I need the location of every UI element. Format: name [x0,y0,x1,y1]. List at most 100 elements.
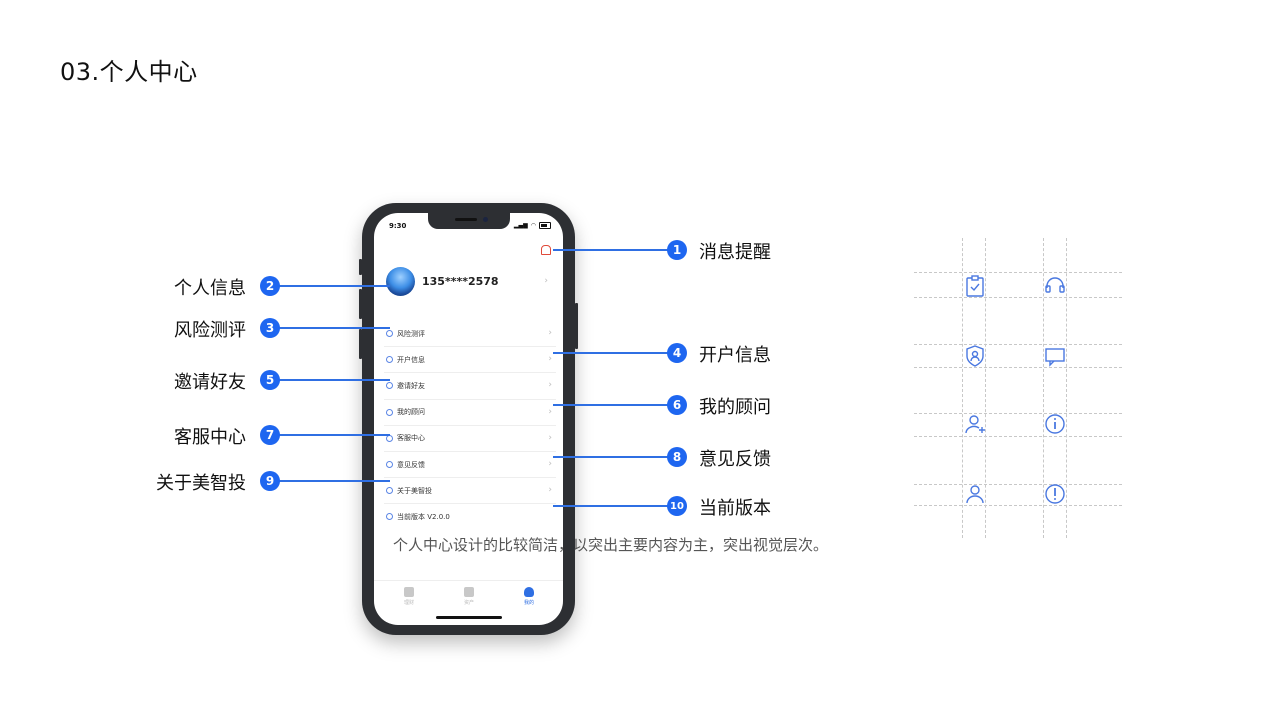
tab-mine[interactable]: 我的 [509,587,549,606]
tab-label: 资产 [463,600,474,606]
menu-item-label: 我的顾问 [397,408,425,417]
menu-item-label: 关于美智投 [397,486,432,495]
mute-switch [359,259,362,275]
tab-label: 理财 [403,600,414,606]
battery-icon [539,222,551,229]
page-title: 03.个人中心 [60,58,198,86]
profile-phone: 135****2578 [422,275,499,288]
menu-list: 风险测评› 开户信息› 邀请好友› 我的顾问› 客服中心› 意见反馈› 关于美智… [384,321,556,530]
menu-item-customer-service[interactable]: 客服中心 › [384,426,556,452]
callout-label: 当前版本 [699,498,771,519]
tab-bar: 理财 资产 我的 [374,580,563,625]
chevron-right-icon: › [548,380,552,391]
user-icon [524,587,534,597]
chevron-right-icon: › [544,276,548,286]
menu-item-feedback[interactable]: 意见反馈 › [384,452,556,479]
headset-icon [1045,277,1065,293]
profile-row[interactable]: 135****2578 › [386,267,556,297]
grid-guide [914,505,1122,506]
chevron-right-icon: › [548,485,552,496]
callout-label: 客服中心 [174,427,246,448]
menu-item-label: 意见反馈 [397,460,425,469]
menu-item-label: 客服中心 [397,434,425,443]
menu-item-version: 当前版本 V2.0.0 [384,504,556,529]
shield-user-icon [386,356,393,364]
tab-assets[interactable]: 资产 [449,587,489,606]
info-icon [386,487,393,495]
tab-invest[interactable]: 理财 [389,587,429,606]
grid-guide [914,297,1122,298]
menu-item-label: 当前版本 V2.0.0 [397,512,450,521]
status-icons: ▂▄▆ ◠ [514,222,551,229]
user-icon [386,408,393,416]
grid-guide [1066,238,1067,538]
callout-badge: 10 [667,496,687,516]
callout-label: 个人信息 [174,278,246,299]
callout-line [270,285,390,287]
callout-label: 意见反馈 [699,449,771,470]
user-icon [966,485,984,504]
signal-icon: ▂▄▆ [513,222,528,229]
callout-badge: 2 [260,276,280,296]
chevron-right-icon: › [548,432,552,443]
callout-badge: 8 [667,447,687,467]
callout-line [553,404,677,406]
menu-item-risk-assessment[interactable]: 风险测评› [384,321,556,348]
callout-line [553,456,677,458]
callout-badge: 3 [260,318,280,338]
callout-line [553,505,677,507]
callout-badge: 5 [260,370,280,390]
grid-guide [914,367,1122,368]
notch [428,213,510,229]
invest-icon [404,587,414,597]
home-indicator [436,616,502,619]
alert-icon [386,513,393,521]
callout-label: 我的顾问 [699,397,771,418]
callout-label: 邀请好友 [174,372,246,393]
chevron-right-icon: › [548,354,552,365]
grid-guide [914,484,1122,485]
chevron-right-icon: › [548,458,552,469]
grid-guide [962,238,963,538]
grid-guide [914,272,1122,273]
menu-item-about[interactable]: 关于美智投 › [384,478,556,505]
callout-line [270,327,390,329]
callout-line [270,434,390,436]
info-icon [1045,414,1065,434]
grid-guide [914,344,1122,345]
shield-user-icon [966,345,984,367]
user-add-icon [386,382,393,390]
grid-guide [985,238,986,538]
caption-text: 个人中心设计的比较简洁，以突出主要内容为主，突出视觉层次。 [393,536,829,554]
bell-icon[interactable] [541,245,551,255]
callout-badge: 4 [667,343,687,363]
wifi-icon: ◠ [530,222,536,229]
menu-item-account-info[interactable]: 开户信息 › [384,347,556,374]
power-button [575,303,578,349]
user-add-icon [965,415,985,434]
phone-mockup: 9:30 ▂▄▆ ◠ 135****2578 › 风险测评› 开户信息› 邀请好… [359,203,578,635]
chevron-right-icon: › [548,328,552,338]
callout-line [553,352,677,354]
volume-up-button [359,289,362,319]
phone-screen: 9:30 ▂▄▆ ◠ 135****2578 › 风险测评› 开户信息› 邀请好… [374,213,563,625]
menu-item-label: 邀请好友 [397,381,425,390]
volume-down-button [359,329,362,359]
risk-icon [386,330,393,338]
grid-guide [1043,238,1044,538]
callout-badge: 1 [667,240,687,260]
grid-guide [914,413,1122,414]
callout-label: 关于美智投 [156,473,246,494]
callout-label: 消息提醒 [699,242,771,263]
menu-item-label: 开户信息 [397,355,425,364]
callout-badge: 9 [260,471,280,491]
callout-line [553,249,677,251]
tab-label: 我的 [523,600,534,606]
callout-label: 风险测评 [174,320,246,341]
menu-item-my-advisor[interactable]: 我的顾问› [384,400,556,426]
grid-guide [914,436,1122,437]
avatar[interactable] [386,267,415,296]
chat-icon [1045,348,1065,367]
menu-item-invite-friends[interactable]: 邀请好友 › [384,373,556,400]
callout-line [270,379,390,381]
